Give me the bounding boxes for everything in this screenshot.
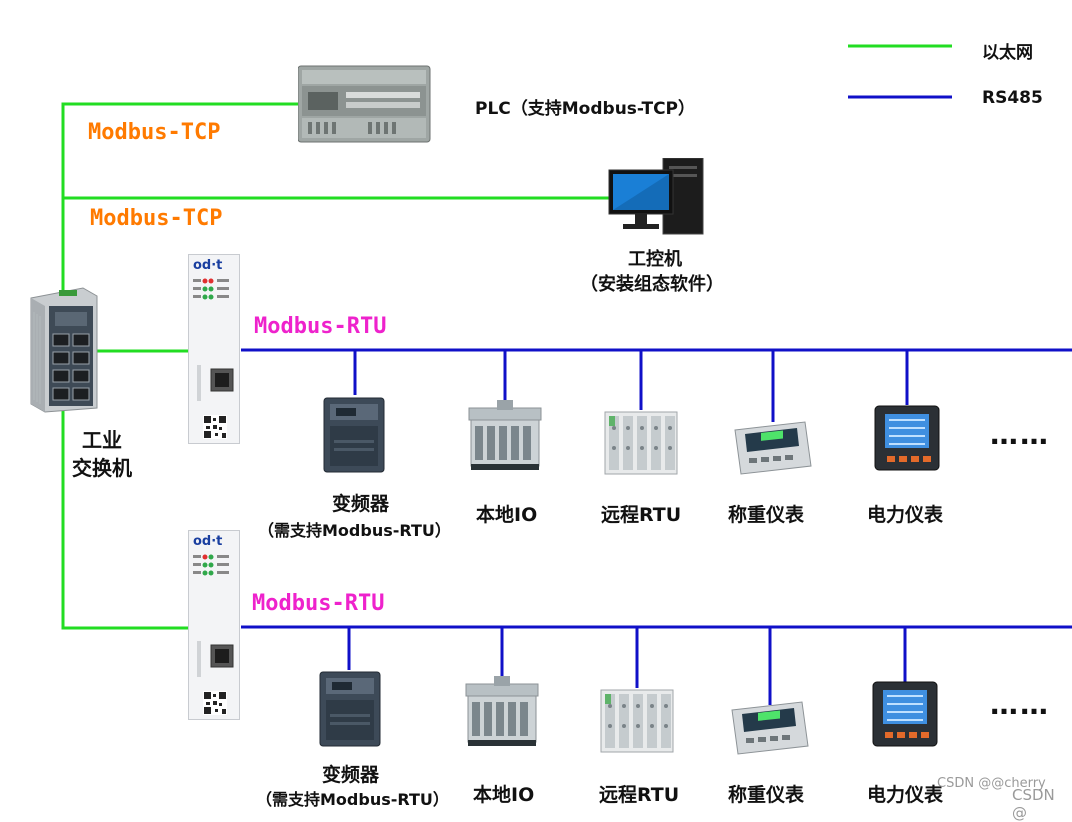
- remote-rtu-icon: [604, 411, 678, 475]
- more-devices-ellipsis: ……: [990, 418, 1050, 451]
- plc-label: PLC（支持Modbus-TCP）: [475, 99, 696, 119]
- qr-code-icon: [203, 415, 227, 439]
- modbus-tcp-label-mid: Modbus-TCP: [90, 206, 223, 231]
- device-label: 变频器: [332, 493, 390, 515]
- inverter-icon: [319, 671, 381, 747]
- gateway-1: od·t: [188, 254, 240, 444]
- more-devices-ellipsis: ……: [990, 688, 1050, 721]
- ipc-label-line1: 工控机: [628, 249, 682, 270]
- device-label: 电力仪表: [867, 784, 944, 806]
- modbus-tcp-label-top: Modbus-TCP: [88, 120, 221, 145]
- plc-icon: [298, 65, 431, 143]
- modbus-rtu-label-bottom: Modbus-RTU: [252, 591, 385, 616]
- legend-ethernet-label: 以太网: [982, 43, 1033, 63]
- weighing-meter-icon: [734, 421, 812, 475]
- gateway-brand: od·t: [193, 258, 223, 273]
- switch-label-line1: 工业: [82, 428, 122, 452]
- watermark: CSDN @: [1012, 786, 1055, 822]
- device-label: 电力仪表: [867, 504, 944, 526]
- legend-rs485-label: RS485: [982, 88, 1043, 108]
- ethernet-line-plc: [61, 102, 300, 290]
- industrial-switch-icon: [30, 287, 98, 413]
- inverter-icon: [323, 397, 385, 473]
- computer-icon: [608, 158, 704, 235]
- power-meter-icon: [874, 405, 940, 471]
- device-sublabel: （需支持Modbus-RTU）: [256, 790, 449, 809]
- remote-rtu-icon: [600, 689, 674, 753]
- local-io-icon: [468, 400, 542, 470]
- device-label: 变频器: [322, 764, 380, 786]
- modbus-rtu-label-top: Modbus-RTU: [254, 314, 387, 339]
- network-diagram: PLC（支持Modbus-TCP） 工控机 （安装组态软件） 工业 交换机: [30, 43, 1072, 822]
- weighing-meter-icon: [731, 701, 809, 755]
- qr-code-icon: [203, 691, 227, 715]
- gateway-2: od·t: [188, 530, 240, 720]
- ethernet-port-icon: [197, 365, 234, 401]
- gateway-brand: od·t: [193, 534, 223, 549]
- device-sublabel: （需支持Modbus-RTU）: [258, 521, 451, 540]
- ethernet-port-icon: [197, 641, 234, 677]
- gateway-leds-icon: [193, 278, 229, 300]
- ethernet-line-gateway-2: [61, 405, 190, 630]
- ipc-label-line2: （安装组态软件）: [580, 274, 724, 295]
- device-label: 本地IO: [476, 504, 538, 526]
- local-io-icon: [465, 676, 539, 746]
- connection-lines: [61, 44, 1072, 705]
- watermark: CSDN @@cherry: [937, 776, 1046, 791]
- device-label: 远程RTU: [599, 784, 680, 806]
- device-label: 称重仪表: [728, 784, 805, 806]
- device-label: 本地IO: [473, 784, 535, 806]
- switch-label-line2: 交换机: [72, 456, 132, 480]
- device-label: 远程RTU: [601, 504, 682, 526]
- gateway-leds-icon: [193, 554, 229, 576]
- power-meter-icon: [872, 681, 938, 747]
- device-label: 称重仪表: [728, 504, 805, 526]
